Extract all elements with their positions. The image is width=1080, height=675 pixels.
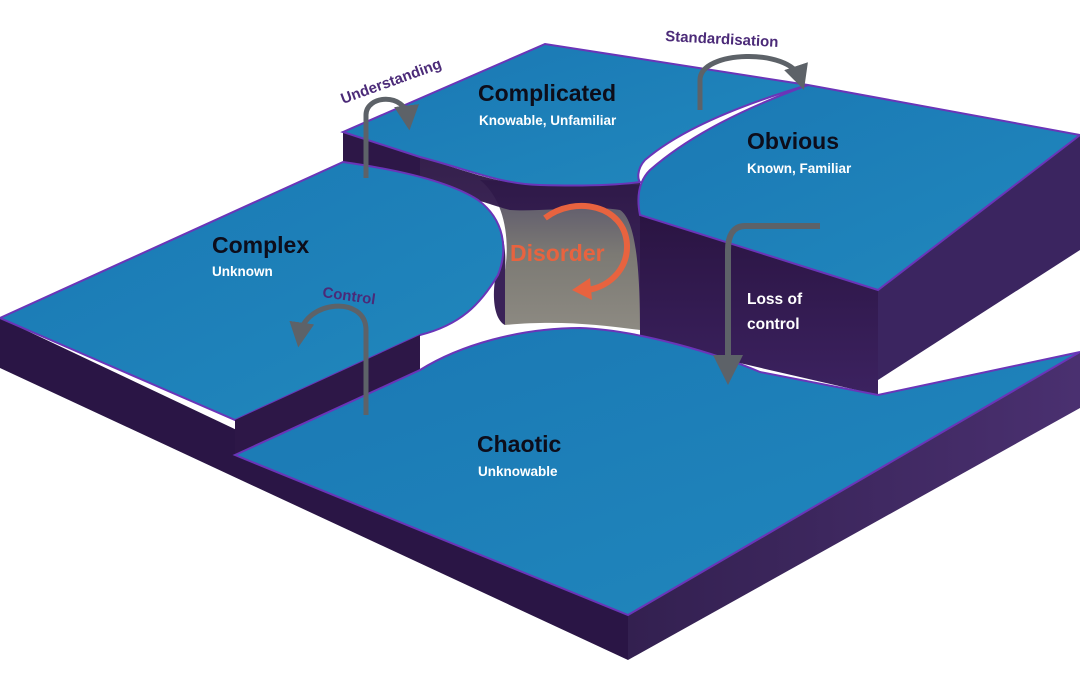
loss-of-control-label-line1: Loss of: [747, 291, 803, 308]
chaotic-subtitle: Unknowable: [478, 464, 558, 479]
base-right-side: [628, 352, 1080, 660]
obvious-surface: [637, 83, 1080, 292]
obvious-subtitle: Known, Familiar: [747, 161, 852, 176]
disorder-pit: [480, 180, 640, 330]
obvious-title: Obvious: [747, 128, 839, 154]
pit-wall-complicated: [420, 157, 640, 330]
disorder-label: Disorder: [510, 240, 605, 266]
complex-subtitle: Unknown: [212, 264, 273, 279]
obvious-right-side: [878, 135, 1080, 380]
complicated-subtitle: Knowable, Unfamiliar: [479, 113, 617, 128]
complex-step-wall: [235, 335, 420, 455]
control-arrow: [289, 303, 369, 415]
standardisation-label: Standardisation: [665, 28, 779, 51]
complicated-surface: [340, 42, 809, 187]
base-left-side: [0, 318, 628, 660]
standardisation-arrow: [697, 54, 808, 110]
chaotic-surface: [232, 326, 1080, 617]
loss-of-control-arrow: [713, 223, 820, 385]
disorder-cycle-arrowhead-icon: [572, 278, 592, 300]
disorder-cycle-icon: [543, 202, 631, 294]
complex-surface: [0, 160, 505, 422]
chaotic-title: Chaotic: [477, 431, 562, 457]
complicated-title: Complicated: [478, 80, 616, 106]
complex-title: Complex: [212, 232, 309, 258]
loss-of-control-label-line2: control: [747, 316, 800, 333]
understanding-arrow: [363, 96, 419, 178]
